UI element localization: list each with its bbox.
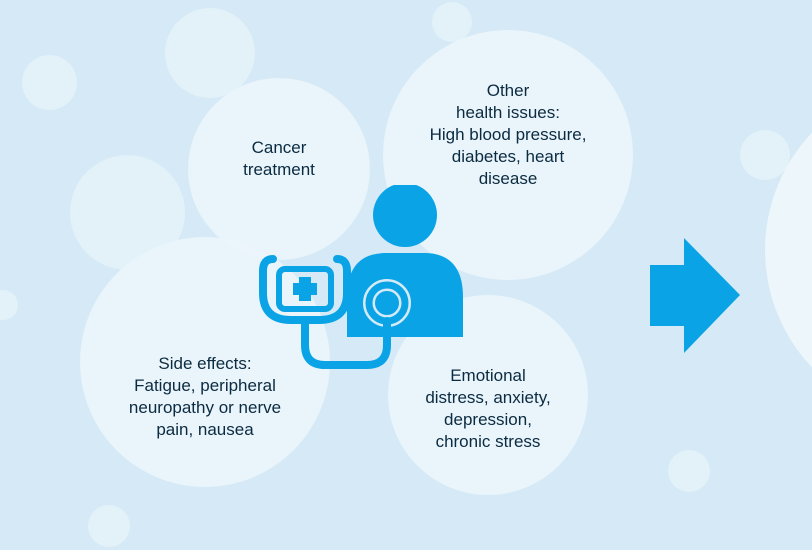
label-cancer-treatment: Cancer treatment bbox=[209, 137, 349, 181]
label-line: High blood pressure, bbox=[429, 125, 587, 144]
medical-cross-icon bbox=[293, 277, 317, 301]
bubble-side-effects bbox=[80, 237, 330, 487]
label-line: Other bbox=[486, 81, 530, 100]
stethoscope-earpieces bbox=[259, 255, 351, 324]
bubble-cancer-treatment bbox=[188, 78, 370, 260]
decor-bubble bbox=[432, 2, 472, 42]
doctor-with-stethoscope-icon bbox=[259, 185, 463, 369]
label-line: disease bbox=[478, 169, 538, 188]
decor-bubble bbox=[740, 130, 790, 180]
label-emotional-distress: Emotional distress, anxiety, depression,… bbox=[413, 365, 563, 453]
label-side-effects: Side effects: Fatigue, peripheral neurop… bbox=[110, 353, 300, 441]
label-line: Cancer bbox=[251, 138, 307, 157]
person-head-shape bbox=[373, 185, 437, 247]
right-arrow-icon bbox=[650, 238, 740, 353]
label-line: Side effects: bbox=[158, 354, 252, 373]
medical-box bbox=[276, 266, 334, 312]
decor-bubble bbox=[22, 55, 77, 110]
decor-bubble bbox=[668, 450, 710, 492]
label-line: diabetes, heart bbox=[451, 147, 565, 166]
label-line: neuropathy or nerve bbox=[128, 398, 282, 417]
label-other-health-issues: Other health issues: High blood pressure… bbox=[413, 80, 603, 190]
label-line: health issues: bbox=[456, 103, 560, 122]
decor-bubble bbox=[0, 290, 18, 320]
label-line: treatment bbox=[243, 160, 315, 179]
label-line: chronic stress bbox=[435, 432, 541, 451]
label-line: Emotional bbox=[450, 366, 526, 385]
decor-bubble bbox=[88, 505, 130, 547]
label-line: distress, anxiety, bbox=[425, 388, 551, 407]
label-line: pain, nausea bbox=[156, 420, 254, 439]
label-line: depression, bbox=[444, 410, 532, 429]
decor-bubble bbox=[165, 8, 255, 98]
stethoscope-tube bbox=[301, 316, 391, 369]
label-line: Fatigue, peripheral bbox=[134, 376, 276, 395]
